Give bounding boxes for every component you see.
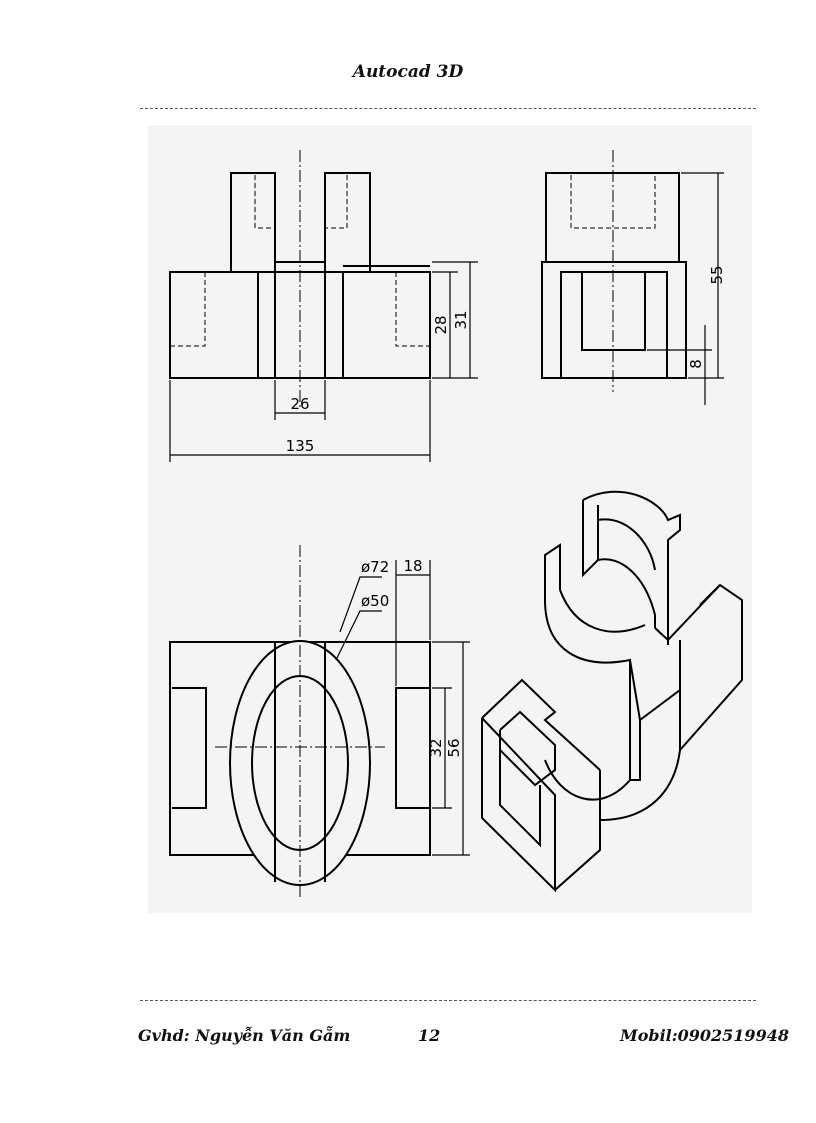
header-title: Autocad 3D: [352, 62, 464, 82]
isometric-view: [481, 490, 743, 893]
side-view: 55 8: [541, 150, 726, 405]
dim-55: 55: [708, 265, 726, 284]
header-divider: [140, 108, 756, 109]
top-view: ø72 ø50 18 32 56: [169, 545, 470, 900]
dim-26: 26: [290, 395, 309, 413]
footer-divider: [140, 1000, 756, 1001]
front-view: 26 135 28 31: [169, 150, 478, 462]
dim-32: 32: [427, 738, 445, 757]
dim-phi72: ø72: [361, 558, 389, 576]
dim-31: 31: [452, 310, 470, 329]
dim-18: 18: [403, 557, 422, 575]
page-number: 12: [418, 1026, 441, 1045]
dim-phi50: ø50: [361, 592, 389, 610]
footer-mobile: Mobil:0902519948: [620, 1026, 789, 1045]
dim-8: 8: [687, 359, 705, 369]
footer-instructor: Gvhd: Nguyễn Văn Gẵm: [138, 1026, 351, 1045]
dim-28: 28: [432, 315, 450, 334]
dim-135: 135: [286, 437, 315, 455]
dim-56: 56: [445, 738, 463, 757]
